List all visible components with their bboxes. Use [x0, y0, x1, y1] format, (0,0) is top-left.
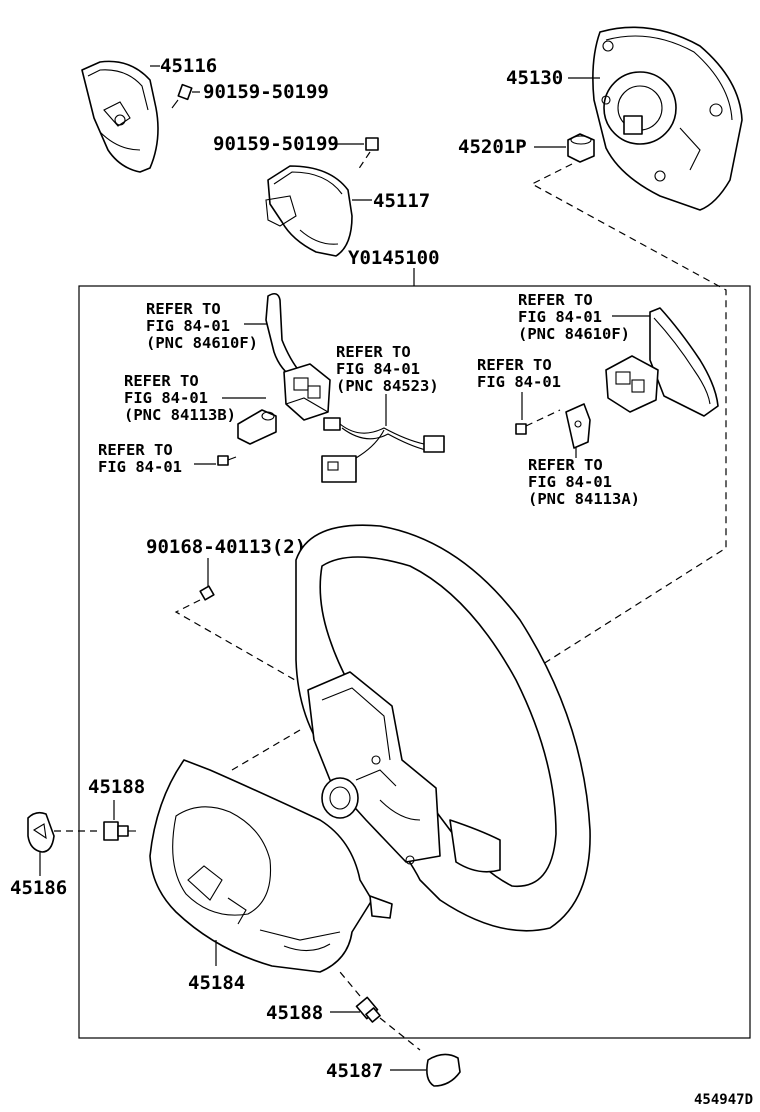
- ref-1-line3: (PNC 84113B): [124, 406, 236, 424]
- right-paddle-drawing: [649, 307, 719, 417]
- left-screw-drawing: [217, 455, 237, 466]
- label-45201p: 45201P: [458, 136, 527, 158]
- label-screw-b: 90159-50199: [213, 133, 339, 155]
- screw-b-drawing: [357, 137, 379, 171]
- cap-45187-drawing: [426, 1053, 461, 1087]
- ref-4-line3: (PNC 84610F): [518, 325, 630, 343]
- left-switch-drawing: [283, 363, 331, 421]
- right-switch-drawing: [605, 355, 659, 413]
- right-screw-drawing: [515, 409, 561, 435]
- label-45188-top: 45188: [88, 776, 145, 798]
- cover-45117-drawing: [265, 165, 353, 257]
- figure-id: 454947D: [694, 1092, 753, 1108]
- cover-45116-drawing: [81, 60, 159, 173]
- ref-4-line2: FIG 84-01: [518, 308, 602, 326]
- ref-6-line1: REFER TO: [528, 456, 603, 474]
- label-screw-a: 90159-50199: [203, 81, 329, 103]
- ref-5-line2: FIG 84-01: [477, 373, 561, 391]
- ref-1-line2: FIG 84-01: [124, 389, 208, 407]
- lower-cover-45184-drawing: [149, 759, 393, 973]
- left-bracket-drawing: [237, 409, 277, 445]
- left-paddle-drawing: [265, 292, 301, 381]
- wire-harness-drawing: [321, 417, 445, 483]
- label-45184: 45184: [188, 972, 245, 994]
- label-45116: 45116: [160, 55, 217, 77]
- label-screw-c: 90168-40113(2): [146, 536, 306, 558]
- ref-4-line1: REFER TO: [518, 291, 593, 309]
- ref-1-line1: REFER TO: [124, 372, 199, 390]
- ref-3-line1: REFER TO: [336, 343, 411, 361]
- ref-0-line3: (PNC 84610F): [146, 334, 258, 352]
- steering-wheel-drawing: [295, 524, 591, 932]
- nut-45201p-drawing: [567, 133, 595, 163]
- ref-2-line1: REFER TO: [98, 441, 173, 459]
- cap-45186-drawing: [27, 811, 55, 853]
- ref-2-line2: FIG 84-01: [98, 458, 182, 476]
- airbag-45130-drawing: [592, 26, 743, 211]
- label-assembly: Y0145100: [348, 247, 440, 269]
- ref-6-line3: (PNC 84113A): [528, 490, 640, 508]
- label-45187: 45187: [326, 1060, 383, 1082]
- ref-0-line1: REFER TO: [146, 300, 221, 318]
- ref-6-line2: FIG 84-01: [528, 473, 612, 491]
- ref-3-line2: FIG 84-01: [336, 360, 420, 378]
- right-bracket-drawing: [565, 403, 591, 449]
- screw-c-drawing: [199, 585, 215, 601]
- label-45130: 45130: [506, 67, 563, 89]
- screw-45188-bottom-drawing: [339, 971, 421, 1051]
- ref-3-line3: (PNC 84523): [336, 377, 439, 395]
- screw-45188-top-drawing: [103, 821, 136, 841]
- screw-a-drawing: [171, 83, 193, 109]
- label-45188-bottom: 45188: [266, 1002, 323, 1024]
- ref-0-line2: FIG 84-01: [146, 317, 230, 335]
- label-45117: 45117: [373, 190, 430, 212]
- label-45186: 45186: [10, 877, 67, 899]
- ref-5-line1: REFER TO: [477, 356, 552, 374]
